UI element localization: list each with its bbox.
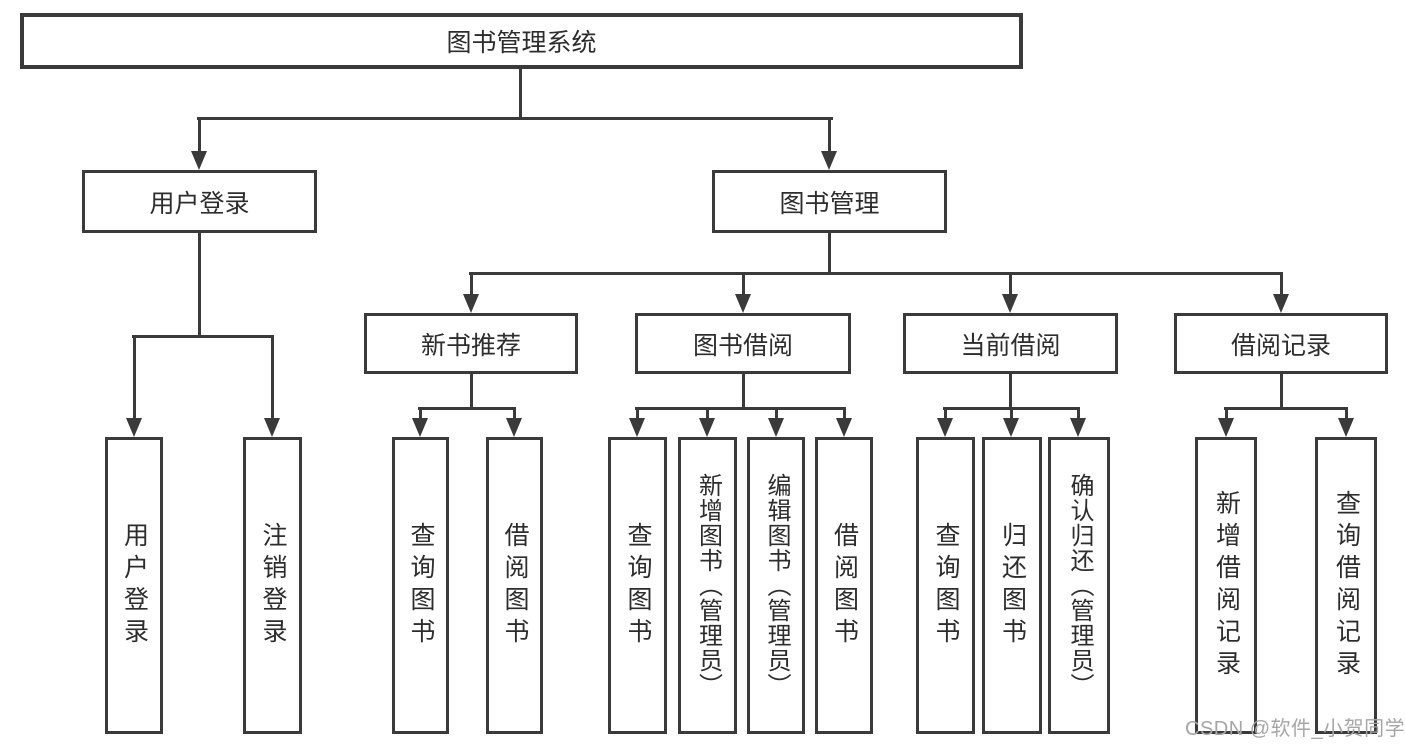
leaf-label: 注销登录 [259,521,287,650]
leaf-confirm-return-admin: 确认归还（管理员） [1048,437,1110,734]
leaf-label: 用户登录 [120,521,149,650]
arrow-to-leaf-borrow-books-bor [836,407,852,437]
watermark-text: CSDN @软件_小贺同学 [1185,718,1405,740]
leaf-query-books-borrowing: 查询图书 [608,437,667,734]
leaf-query-books-current: 查询图书 [916,437,975,734]
leaf-label: 查询图书 [624,521,652,650]
leaf-label: 确认归还（管理员） [1066,473,1093,698]
node-label: 新书推荐 [420,331,521,360]
arrow-to-new-book-recommendation [463,272,479,313]
node-label: 用户登录 [149,189,250,218]
connector-root-bar [197,117,833,120]
node-label: 图书借阅 [692,331,793,360]
connector-recommendation-bar [418,407,516,410]
arrow-to-book-borrowing [735,272,751,313]
leaf-edit-books-admin: 编辑图书（管理员） [747,437,805,734]
leaf-logout-login: 注销登录 [243,437,302,734]
node-label: 图书管理 [779,189,880,218]
arrow-to-leaf-query-books-bor [629,407,645,437]
arrow-to-leaf-borrow-books-rec [506,407,522,437]
arrow-to-leaf-add-record [1218,407,1234,437]
leaf-label: 查询图书 [407,521,435,650]
arrow-to-leaf-query-books-rec [412,407,428,437]
leaf-label: 新增借阅记录 [1212,489,1241,682]
node-label: 当前借阅 [960,331,1061,360]
node-book-borrowing: 图书借阅 [635,313,851,374]
connector-records-bar [1224,407,1348,410]
arrow-to-leaf-return-books [1003,407,1019,437]
leaf-borrow-books-borrowing: 借阅图书 [815,437,873,734]
node-label: 借阅记录 [1230,331,1331,360]
node-user-login: 用户登录 [82,170,317,233]
leaf-label: 新增图书（管理员） [694,473,722,698]
connector-book-management-stem [828,233,831,274]
connector-root-stem [519,69,522,118]
leaf-user-login: 用户登录 [105,437,163,734]
connector-user-login-bar [132,335,274,338]
leaf-label: 借阅图书 [830,521,859,650]
leaf-borrow-books-recommendation: 借阅图书 [486,437,543,734]
node-new-book-recommendation: 新书推荐 [364,313,578,374]
leaf-label: 归还图书 [998,521,1027,650]
connector-user-login-stem [198,233,201,337]
node-label: 图书管理系统 [446,29,597,57]
arrow-to-current-borrowing [1002,272,1018,313]
leaf-add-books-admin: 新增图书（管理员） [678,437,737,734]
connector-borrowing-bar [635,407,846,410]
leaf-query-books-recommendation: 查询图书 [392,437,449,734]
node-library-management-system: 图书管理系统 [20,13,1023,69]
connector-book-management-bar [469,272,1283,275]
arrow-to-leaf-query-record [1338,407,1354,437]
arrow-to-book-management [821,117,837,170]
connector-current-bar [943,407,1080,410]
arrow-to-leaf-query-books-cur [937,407,953,437]
arrow-to-leaf-confirm-return [1070,407,1086,437]
node-borrowing-records: 借阅记录 [1174,313,1388,374]
connector-borrowing-stem [742,374,745,409]
arrow-to-leaf-add-books [699,407,715,437]
leaf-add-borrowing-record: 新增借阅记录 [1195,437,1257,734]
arrow-to-user-login [191,117,207,170]
leaf-query-borrowing-record: 查询借阅记录 [1315,437,1377,734]
arrow-to-leaf-logout-login [264,335,280,437]
arrow-to-leaf-edit-books [768,407,784,437]
leaf-return-books: 归还图书 [982,437,1042,734]
arrow-to-leaf-user-login [126,335,142,437]
leaf-label: 借阅图书 [501,521,529,650]
node-book-management: 图书管理 [712,170,947,233]
arrow-to-borrowing-records [1273,272,1289,313]
node-current-borrowing: 当前借阅 [903,313,1118,374]
connector-current-stem [1009,374,1012,409]
connector-recommendation-stem [470,374,473,409]
leaf-label: 查询图书 [932,521,960,650]
connector-records-stem [1280,374,1283,409]
leaf-label: 查询借阅记录 [1332,489,1361,682]
leaf-label: 编辑图书（管理员） [763,473,790,698]
